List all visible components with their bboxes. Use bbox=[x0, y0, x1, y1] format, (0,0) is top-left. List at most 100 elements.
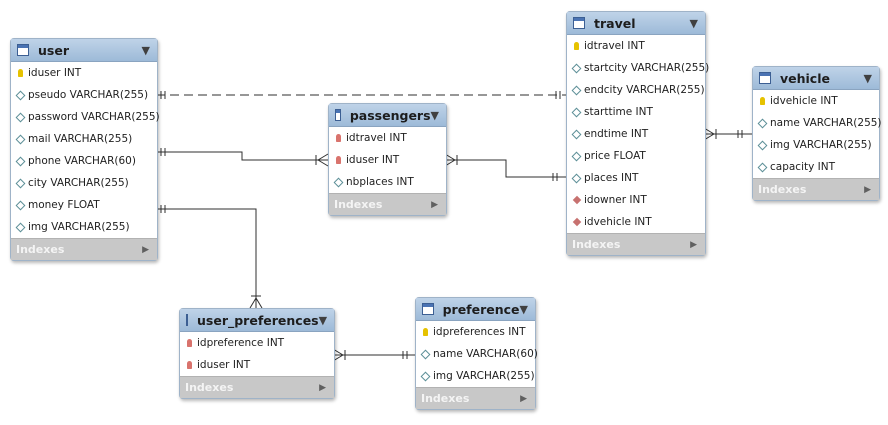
table-user[interactable]: user ▼ iduser INT pseudo VARCHAR(255) pa… bbox=[10, 38, 160, 261]
indexes-section[interactable]: Indexes ▶ bbox=[11, 238, 157, 260]
column-row[interactable]: idowner INT bbox=[567, 189, 705, 211]
table-header[interactable]: preference ▼ bbox=[416, 298, 535, 321]
collapse-arrow-icon[interactable]: ▼ bbox=[519, 302, 528, 316]
column-label: nbplaces INT bbox=[346, 176, 414, 188]
collapse-arrow-icon[interactable]: ▼ bbox=[318, 313, 328, 327]
column-label: iduser INT bbox=[197, 359, 251, 371]
column-icon bbox=[572, 107, 581, 118]
table-header[interactable]: user_preferences ▼ bbox=[180, 309, 334, 332]
column-label: endcity VARCHAR(255) bbox=[584, 84, 705, 96]
indexes-label: Indexes bbox=[185, 381, 234, 394]
column-label: iduser INT bbox=[28, 67, 82, 79]
indexes-section[interactable]: Indexes ▶ bbox=[567, 233, 705, 255]
column-icon bbox=[16, 112, 25, 123]
column-label: phone VARCHAR(60) bbox=[28, 155, 136, 167]
column-row[interactable]: img VARCHAR(255) bbox=[753, 134, 879, 156]
column-row[interactable]: iduser INT bbox=[180, 354, 334, 376]
column-label: money FLOAT bbox=[28, 199, 100, 211]
table-user-preferences[interactable]: user_preferences ▼ idpreference INT idus… bbox=[179, 308, 335, 399]
column-row[interactable]: name VARCHAR(255) bbox=[753, 112, 882, 134]
foreign-key-icon bbox=[334, 133, 343, 144]
column-label: startcity VARCHAR(255) bbox=[584, 62, 710, 74]
collapse-arrow-icon[interactable]: ▼ bbox=[141, 43, 150, 57]
primary-key-icon bbox=[421, 327, 430, 338]
column-row[interactable]: endtime INT bbox=[567, 123, 705, 145]
table-header[interactable]: user ▼ bbox=[11, 39, 157, 62]
column-row[interactable]: city VARCHAR(255) bbox=[11, 172, 157, 194]
column-label: password VARCHAR(255) bbox=[28, 111, 160, 123]
indexes-section[interactable]: Indexes ▶ bbox=[416, 387, 535, 409]
column-label: name VARCHAR(60) bbox=[433, 348, 538, 360]
indexes-label: Indexes bbox=[421, 392, 470, 405]
expand-arrow-icon[interactable]: ▶ bbox=[319, 382, 326, 393]
column-row[interactable]: idpreferences INT bbox=[416, 321, 535, 343]
column-label: img VARCHAR(255) bbox=[433, 370, 535, 382]
column-row[interactable]: iduser INT bbox=[11, 62, 157, 84]
expand-arrow-icon[interactable]: ▶ bbox=[864, 184, 871, 195]
column-row[interactable]: img VARCHAR(255) bbox=[11, 216, 157, 238]
column-row[interactable]: endcity VARCHAR(255) bbox=[567, 79, 705, 101]
table-name: travel bbox=[594, 15, 636, 31]
column-label: img VARCHAR(255) bbox=[28, 221, 130, 233]
rel-passengers-travel bbox=[445, 159, 566, 178]
column-label: iduser INT bbox=[346, 154, 400, 166]
column-row[interactable]: money FLOAT bbox=[11, 194, 157, 216]
indexes-section[interactable]: Indexes▶ bbox=[753, 178, 879, 200]
expand-arrow-icon[interactable]: ▶ bbox=[690, 239, 697, 250]
column-label: pseudo VARCHAR(255) bbox=[28, 89, 149, 101]
column-icon bbox=[16, 178, 25, 189]
table-travel[interactable]: travel ▼ idtravel INT startcity VARCHAR(… bbox=[566, 11, 709, 256]
table-preference[interactable]: preference ▼ idpreferences INT name VARC… bbox=[415, 297, 538, 410]
table-name: passengers bbox=[349, 107, 431, 123]
collapse-arrow-icon[interactable]: ▼ bbox=[863, 71, 872, 85]
column-label: starttime INT bbox=[584, 106, 653, 118]
expand-arrow-icon[interactable]: ▶ bbox=[520, 393, 527, 404]
column-label: idvehicle INT bbox=[770, 95, 838, 107]
column-row[interactable]: capacity INT bbox=[753, 156, 879, 178]
expand-arrow-icon[interactable]: ▶ bbox=[431, 199, 438, 210]
table-header[interactable]: vehicle ▼ bbox=[753, 67, 879, 90]
column-row[interactable]: pseudo VARCHAR(255) bbox=[11, 84, 157, 106]
indexes-label: Indexes bbox=[334, 198, 383, 211]
column-icon bbox=[572, 151, 581, 162]
expand-arrow-icon[interactable]: ▶ bbox=[142, 244, 149, 255]
column-icon bbox=[16, 200, 25, 211]
indexes-label: Indexes bbox=[16, 243, 65, 256]
column-icon bbox=[572, 173, 581, 184]
collapse-arrow-icon[interactable]: ▼ bbox=[689, 16, 698, 30]
column-row[interactable]: mail VARCHAR(255) bbox=[11, 128, 157, 150]
column-row[interactable]: places INT bbox=[567, 167, 705, 189]
column-row[interactable]: img VARCHAR(255) bbox=[416, 365, 535, 387]
column-row[interactable]: idtravel INT bbox=[329, 127, 446, 149]
column-row[interactable]: starttime INT bbox=[567, 101, 705, 123]
column-icon bbox=[758, 162, 767, 173]
column-row[interactable]: startcity VARCHAR(255) bbox=[567, 57, 709, 79]
column-label: idpreference INT bbox=[197, 337, 285, 349]
column-icon bbox=[572, 63, 581, 74]
column-row[interactable]: name VARCHAR(60) bbox=[416, 343, 538, 365]
table-name: user_preferences bbox=[197, 312, 319, 328]
column-row[interactable]: password VARCHAR(255) bbox=[11, 106, 160, 128]
column-label: idtravel INT bbox=[584, 40, 645, 52]
column-row[interactable]: iduser INT bbox=[329, 149, 446, 171]
indexes-label: Indexes bbox=[572, 238, 621, 251]
table-icon bbox=[759, 72, 771, 84]
table-header[interactable]: passengers ▼ bbox=[329, 104, 446, 127]
column-row[interactable]: idvehicle INT bbox=[753, 90, 879, 112]
table-header[interactable]: travel ▼ bbox=[567, 12, 705, 35]
indexes-section[interactable]: Indexes ▶ bbox=[329, 193, 446, 215]
column-icon bbox=[758, 118, 767, 129]
table-vehicle[interactable]: vehicle ▼ idvehicle INT name VARCHAR(255… bbox=[752, 66, 882, 201]
column-row[interactable]: price FLOAT bbox=[567, 145, 705, 167]
collapse-arrow-icon[interactable]: ▼ bbox=[430, 108, 439, 122]
column-label: places INT bbox=[584, 172, 639, 184]
indexes-section[interactable]: Indexes ▶ bbox=[180, 376, 334, 398]
column-label: city VARCHAR(255) bbox=[28, 177, 129, 189]
table-passengers[interactable]: passengers ▼ idtravel INT iduser INT nbp… bbox=[328, 103, 447, 216]
column-row[interactable]: nbplaces INT bbox=[329, 171, 446, 193]
column-row[interactable]: phone VARCHAR(60) bbox=[11, 150, 157, 172]
column-row[interactable]: idvehicle INT bbox=[567, 211, 705, 233]
column-row[interactable]: idtravel INT bbox=[567, 35, 705, 57]
column-row[interactable]: idpreference INT bbox=[180, 332, 334, 354]
